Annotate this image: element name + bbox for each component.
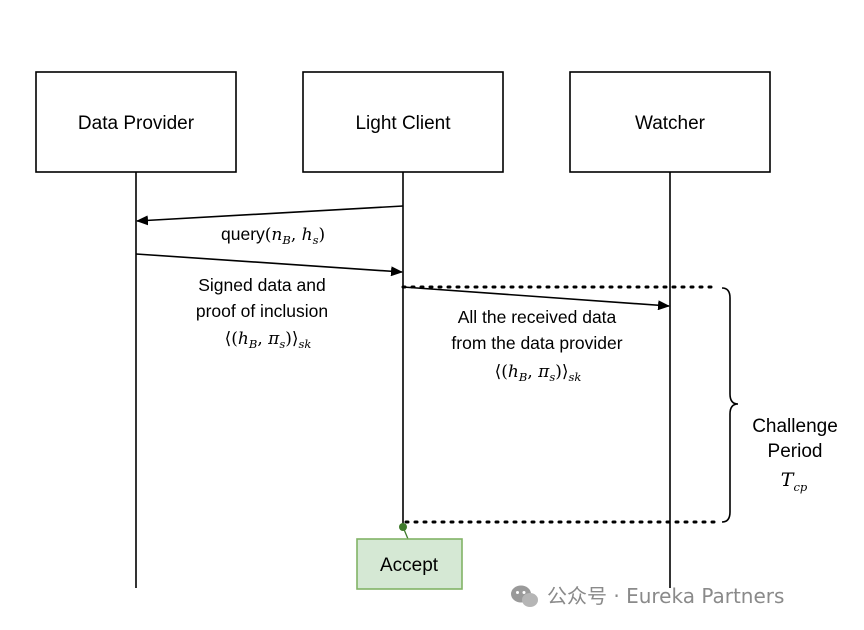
- query-word: query: [221, 224, 265, 244]
- watermark: 公众号 · Eureka Partners: [511, 584, 784, 608]
- actor-watcher: Watcher: [569, 71, 771, 173]
- signed-data-line1: Signed data and: [198, 275, 325, 295]
- accept-dot: [399, 523, 407, 531]
- query-arrow: [136, 205, 404, 226]
- challenge-label-line1: Challenge: [752, 416, 838, 437]
- forward-line1: All the received data: [458, 307, 617, 327]
- signed-data-arrow: [135, 253, 403, 277]
- forward-arrow: [402, 286, 670, 311]
- challenge-brace: [721, 287, 739, 523]
- actor-light-client: Light Client: [302, 71, 504, 173]
- actor-data-provider: Data Provider: [35, 71, 237, 173]
- actor-watcher-label: Watcher: [635, 113, 706, 134]
- watermark-text: 公众号 · Eureka Partners: [547, 584, 784, 608]
- wechat-icon: [511, 585, 538, 607]
- signed-data-expr: ⟨(hB, πs)⟩sk: [225, 329, 312, 351]
- signed-data-line2: proof of inclusion: [196, 301, 328, 321]
- actor-data-provider-label: Data Provider: [78, 113, 195, 134]
- accept-label: Accept: [380, 555, 439, 576]
- challenge-symbol: Tcp: [781, 469, 808, 494]
- actor-light-client-label: Light Client: [355, 113, 451, 134]
- query-label: query(nB, hs): [221, 224, 325, 247]
- forward-line2: from the data provider: [451, 333, 622, 353]
- challenge-label-line2: Period: [768, 441, 823, 462]
- accept-box: Accept: [356, 538, 463, 590]
- forward-expr: ⟨(hB, πs)⟩sk: [495, 362, 582, 384]
